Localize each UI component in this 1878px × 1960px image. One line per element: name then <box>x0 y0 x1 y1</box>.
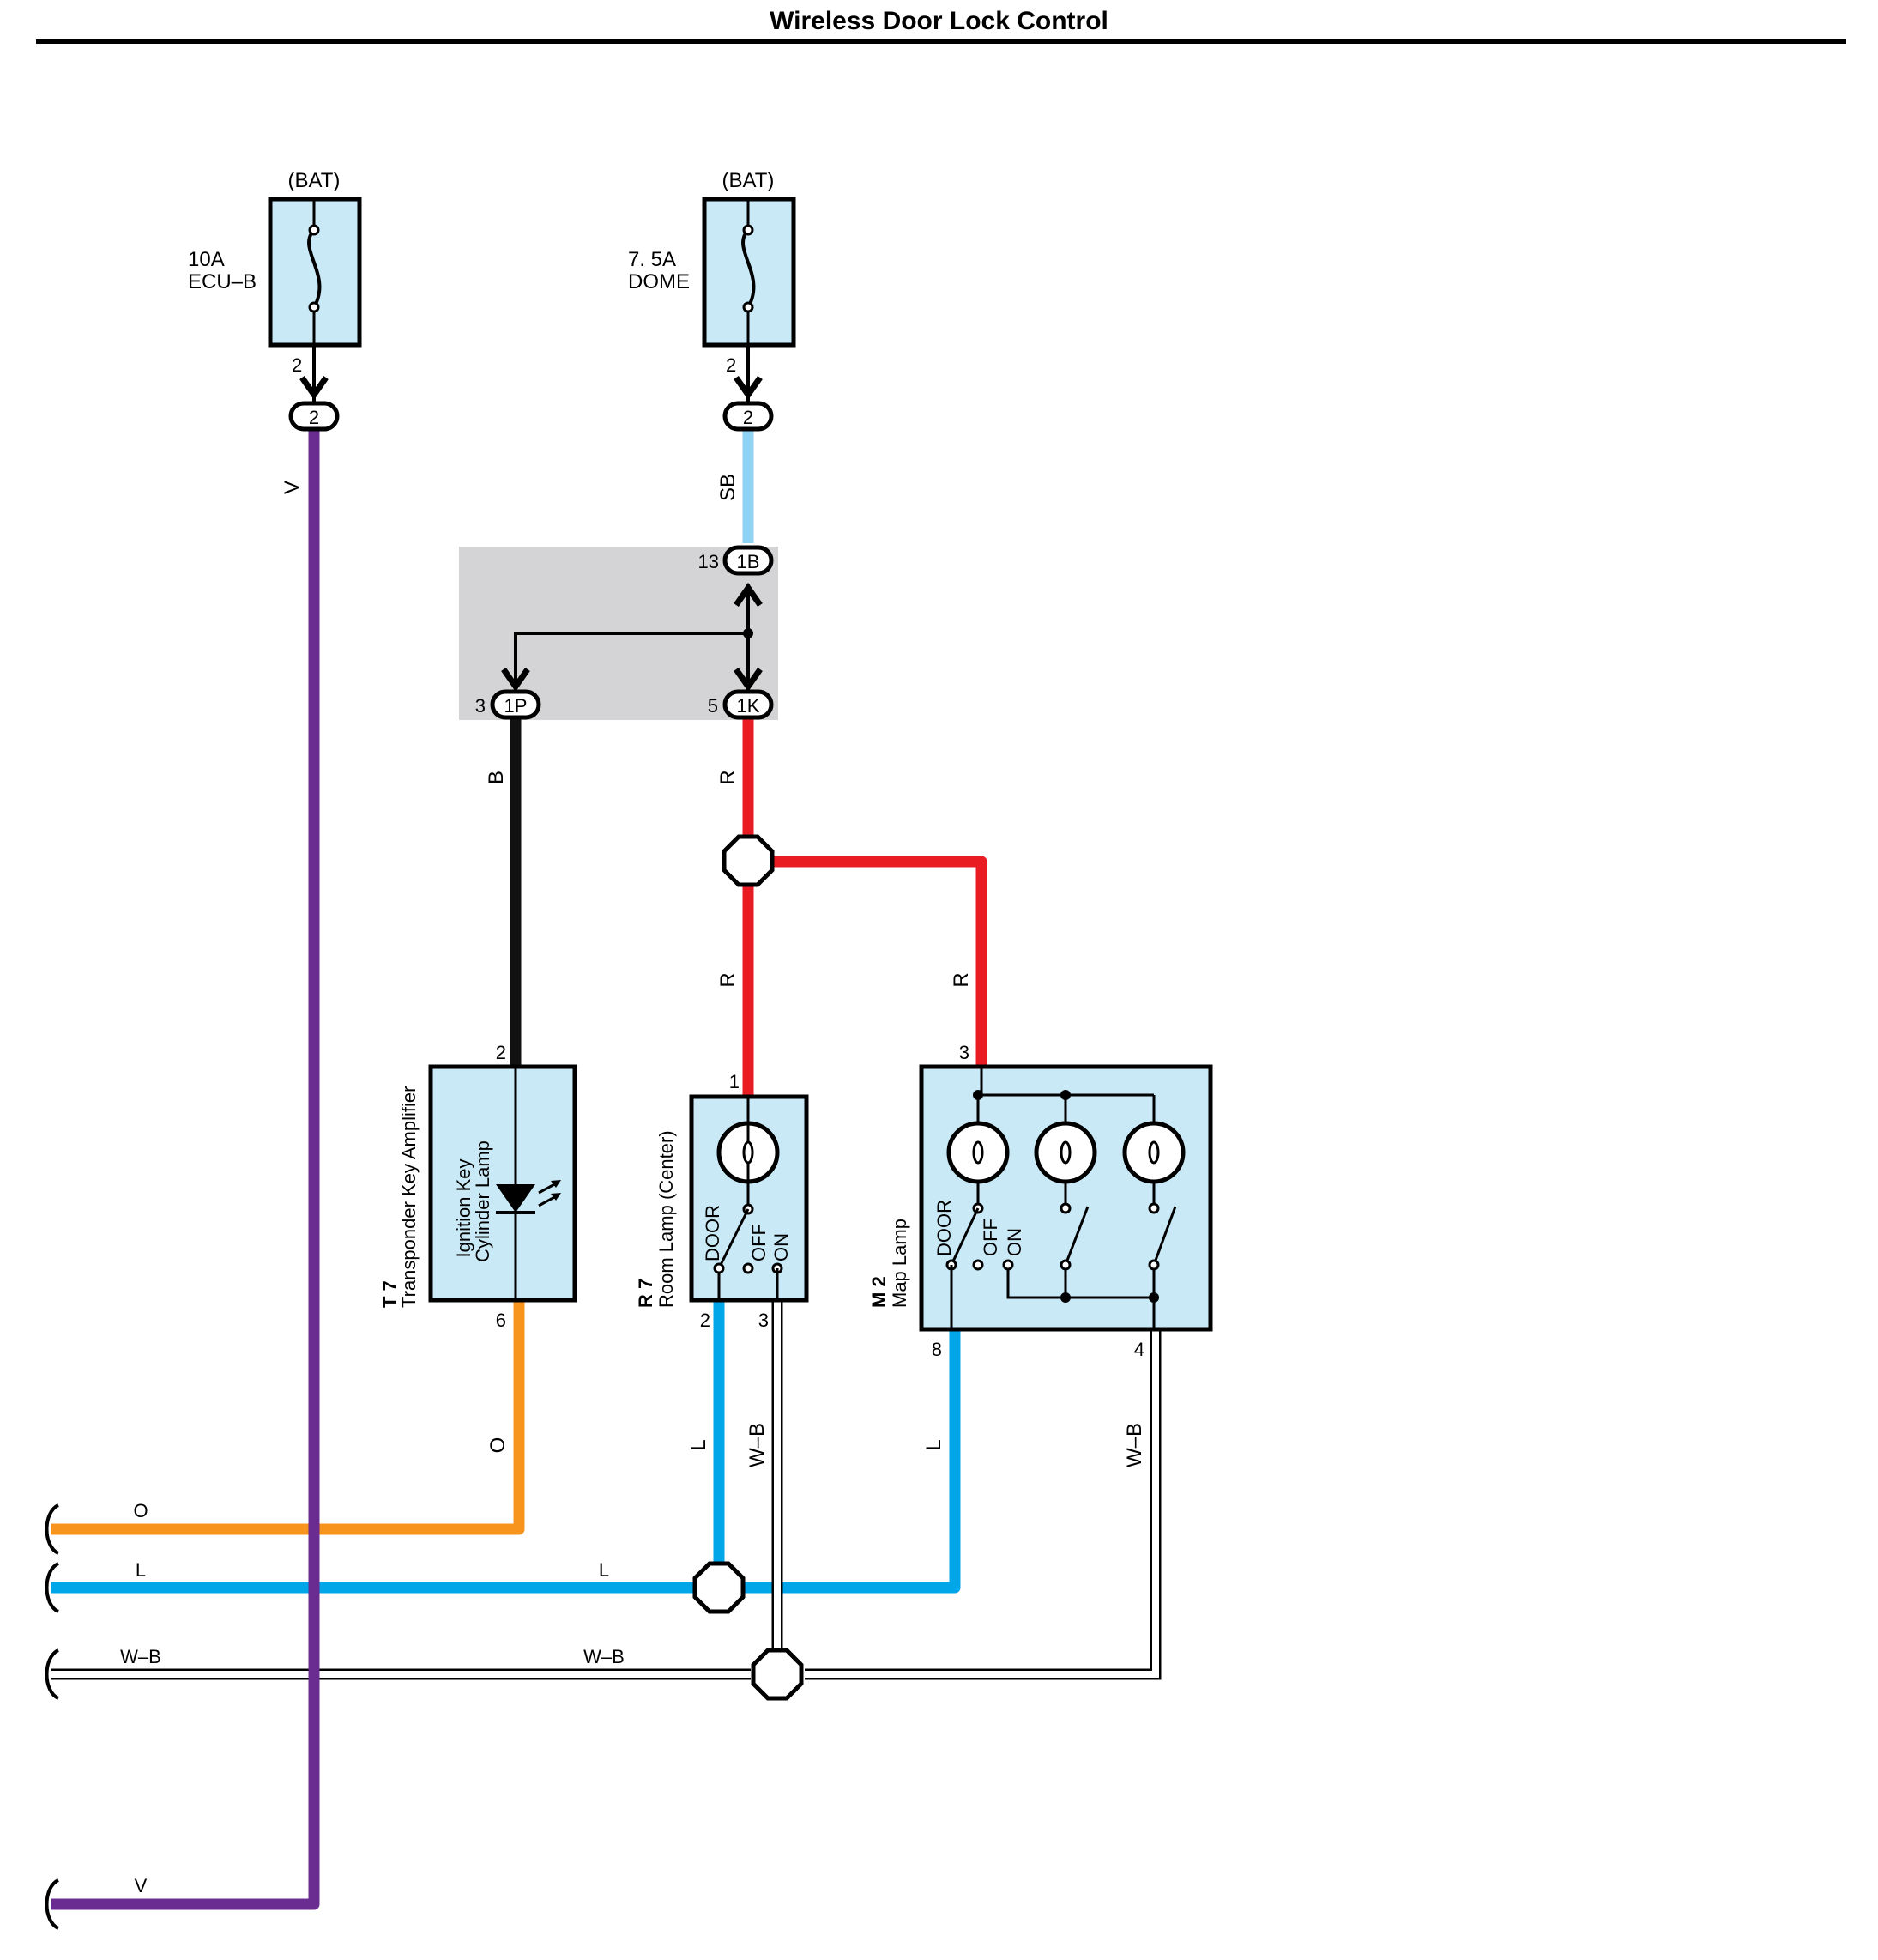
r7-sw-on: ON <box>770 1233 792 1261</box>
wire-label-wb-r7: W–B <box>746 1423 769 1467</box>
splice-wb <box>751 1648 804 1701</box>
wire-label-wb-m2: W–B <box>1123 1423 1146 1467</box>
fuse-dome-name: DOME <box>628 270 690 293</box>
junction-right-pin: 5 <box>708 695 718 717</box>
fuse-ecu-b-connector: 2 <box>309 407 319 428</box>
splice-r <box>722 834 775 887</box>
fuse-dome-connector: 2 <box>743 407 753 428</box>
wire-label-r-upper: R <box>716 770 740 784</box>
fuse-dome <box>702 197 796 432</box>
wire-wb-group <box>51 1300 1162 1680</box>
t7-pin-out: 6 <box>496 1310 506 1331</box>
splice-l <box>692 1561 746 1614</box>
m2-sw-off: OFF <box>980 1219 1001 1256</box>
r7-sw-off: OFF <box>748 1224 770 1261</box>
fuse-ecu-b-name: ECU–B <box>188 270 257 293</box>
m2-code: M 2 <box>868 1276 890 1308</box>
bus-label-l: L <box>136 1559 146 1581</box>
r7-code: R 7 <box>635 1279 656 1308</box>
junction-internal <box>490 545 774 720</box>
wire-label-sb: SB <box>716 474 740 501</box>
wire-r-map <box>770 856 987 1067</box>
fuse-ecu-b-pin: 2 <box>292 354 302 376</box>
m2-pin-in: 3 <box>959 1042 969 1063</box>
bus-label-wb-mid: W–B <box>583 1646 625 1667</box>
t7-pin-in: 2 <box>496 1042 506 1063</box>
fuse-dome-rating: 7. 5A <box>628 248 676 271</box>
r7-pin-wb: 3 <box>758 1310 769 1331</box>
t7-name: Transponder Key Amplifier <box>398 1086 420 1308</box>
fuse-dome-source: (BAT) <box>722 169 775 192</box>
page-title: Wireless Door Lock Control <box>770 7 1108 35</box>
m2-sw-on: ON <box>1004 1228 1025 1256</box>
wire-v <box>51 429 320 1910</box>
m2-map-lamp <box>919 1064 1213 1332</box>
junction-right-connector: 1K <box>737 695 760 717</box>
wire-label-l-m2: L <box>922 1439 945 1450</box>
m2-sw-door: DOOR <box>933 1200 955 1256</box>
r7-pin-l: 2 <box>700 1310 710 1331</box>
t7-inner-line1: Ignition Key <box>453 1159 474 1258</box>
r7-sw-door: DOOR <box>702 1205 723 1261</box>
wire-l-m2 <box>743 1329 961 1594</box>
bus-label-v: V <box>135 1875 148 1896</box>
bus-label-wb: W–B <box>120 1646 161 1667</box>
wire-label-r-map: R <box>950 972 973 987</box>
wire-label-o: O <box>486 1437 510 1454</box>
fuse-ecu-b <box>268 197 362 432</box>
t7-inner-line2: Cylinder Lamp <box>472 1140 493 1262</box>
junction-left-pin: 3 <box>475 695 486 717</box>
fuse-dome-pin: 2 <box>726 354 736 376</box>
t7-code: T 7 <box>379 1280 401 1308</box>
title-rule <box>36 39 1846 44</box>
fuse-ecu-b-source: (BAT) <box>288 169 341 192</box>
wire-label-v: V <box>281 481 304 494</box>
junction-in-pin: 13 <box>698 551 719 572</box>
r7-pin-in: 1 <box>729 1071 740 1092</box>
m2-name: Map Lamp <box>889 1219 910 1308</box>
break-marks <box>45 1503 60 1930</box>
fuse-ecu-b-rating: 10A <box>188 248 225 271</box>
m2-pin-wb: 4 <box>1134 1339 1144 1360</box>
wire-label-l-r7: L <box>687 1439 710 1450</box>
r7-name: Room Lamp (Center) <box>655 1130 677 1308</box>
wire-o <box>51 1300 525 1535</box>
m2-pin-l: 8 <box>932 1339 942 1360</box>
bus-label-l-mid: L <box>599 1559 609 1581</box>
bus-label-o: O <box>133 1500 148 1521</box>
r7-room-lamp <box>689 1094 809 1303</box>
wire-label-r-room: R <box>716 972 740 987</box>
t7-amplifier <box>428 1064 577 1303</box>
junction-left-connector: 1P <box>504 695 528 717</box>
junction-in-connector: 1B <box>737 551 760 572</box>
wire-label-b: B <box>485 771 508 784</box>
